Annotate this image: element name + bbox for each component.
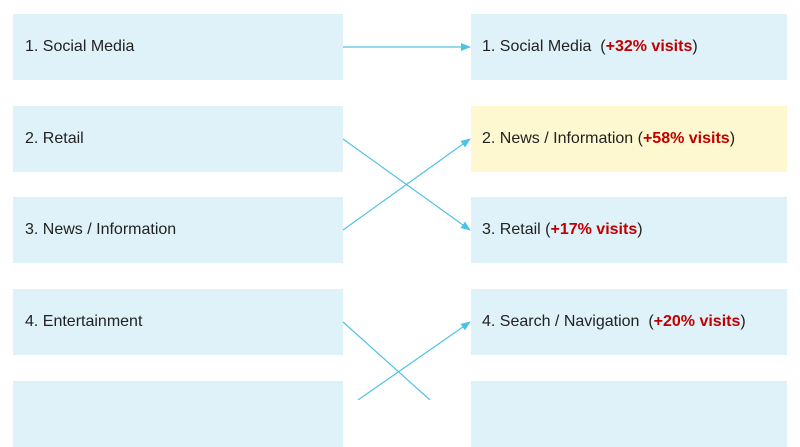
close-paren: ): [637, 221, 643, 238]
right-rank-box-2: 2. News / Information (+58% visits): [471, 106, 787, 172]
right-rank-label: 2. News / Information: [482, 130, 634, 147]
label-gap: [591, 38, 600, 56]
label-gap: [639, 313, 648, 331]
visits-change: +32% visits: [605, 38, 693, 55]
right-rank-label: 4. Search / Navigation: [482, 313, 640, 330]
left-rank-box-2: 2. Retail: [13, 106, 343, 172]
open-paren: (: [648, 313, 654, 330]
right-rank-box-4: 4. Search / Navigation (+20% visits): [471, 289, 787, 355]
visits-change: +58% visits: [642, 130, 730, 147]
right-rank-box-5: [471, 381, 787, 447]
arrow-retail: [342, 138, 471, 231]
left-rank-box-1: 1. Social Media: [13, 14, 343, 80]
left-rank-label: 2. Retail: [25, 130, 84, 147]
close-paren: ): [692, 38, 698, 55]
close-paren: ): [740, 313, 746, 330]
left-rank-box-3: 3. News / Information: [13, 197, 343, 263]
right-rank-box-3: 3. Retail (+17% visits): [471, 197, 787, 263]
open-paren: (: [600, 38, 606, 55]
arrow-news-information: [342, 138, 471, 231]
open-paren: (: [637, 130, 643, 147]
ranking-diagram: 1. Social Media 2. Retail 3. News / Info…: [13, 14, 787, 447]
visits-change: +20% visits: [653, 313, 741, 330]
open-paren: (: [545, 221, 551, 238]
visits-change: +17% visits: [550, 221, 638, 238]
left-rank-label: 1. Social Media: [25, 38, 135, 55]
left-rank-box-4: 4. Entertainment: [13, 289, 343, 355]
close-paren: ): [729, 130, 736, 147]
left-rank-label: 3. News / Information: [25, 221, 177, 238]
right-rank-label: 1. Social Media: [482, 38, 592, 55]
arrow-entertainment: [342, 321, 431, 400]
left-rank-box-5: [13, 381, 343, 447]
arrow-search-navigation: [357, 321, 471, 400]
right-rank-box-1: 1. Social Media (+32% visits): [471, 14, 787, 80]
right-rank-label: 3. Retail: [482, 221, 541, 238]
left-rank-label: 4. Entertainment: [25, 313, 143, 330]
